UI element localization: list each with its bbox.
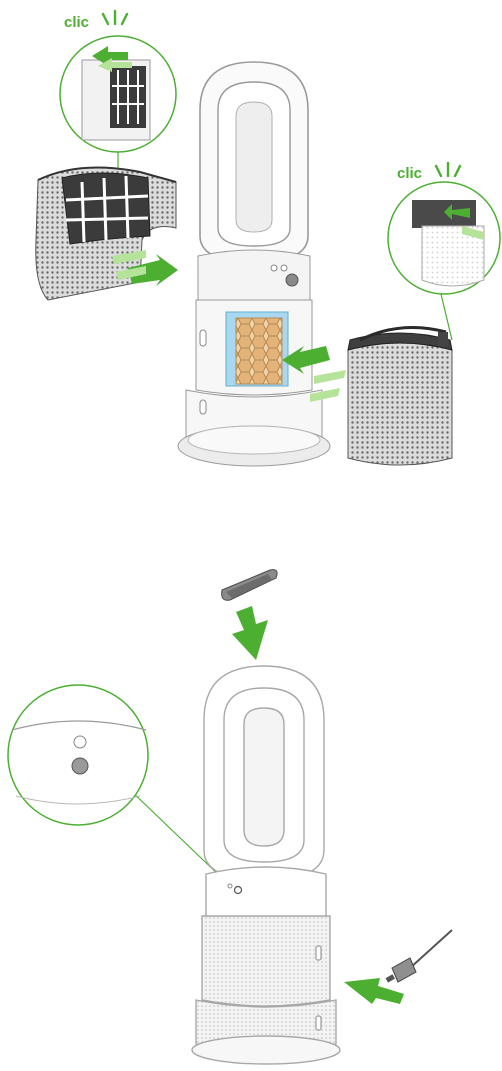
purifier-unit-top bbox=[178, 62, 330, 466]
clic-label-left: clic bbox=[64, 11, 127, 31]
zoom-circle-filter-click-left bbox=[60, 36, 176, 168]
zoom-circle-filter-click-right bbox=[388, 182, 500, 340]
power-plug-icon bbox=[386, 930, 452, 983]
push-arrow-icon bbox=[344, 978, 404, 1004]
push-arrow-icon bbox=[232, 606, 268, 660]
click-burst-icon bbox=[103, 11, 127, 24]
clic-label-right: clic bbox=[397, 163, 460, 182]
remote-control-icon bbox=[222, 570, 277, 601]
filter-half-right bbox=[348, 328, 452, 466]
zoom-circle-sensor bbox=[8, 685, 224, 880]
clic-text-right: clic bbox=[397, 165, 422, 182]
sensor-dot bbox=[228, 884, 232, 888]
purifier-unit-bottom bbox=[192, 666, 340, 1064]
click-burst-icon bbox=[436, 163, 460, 176]
sensor-dot bbox=[235, 887, 242, 894]
clic-text-left: clic bbox=[64, 14, 89, 31]
